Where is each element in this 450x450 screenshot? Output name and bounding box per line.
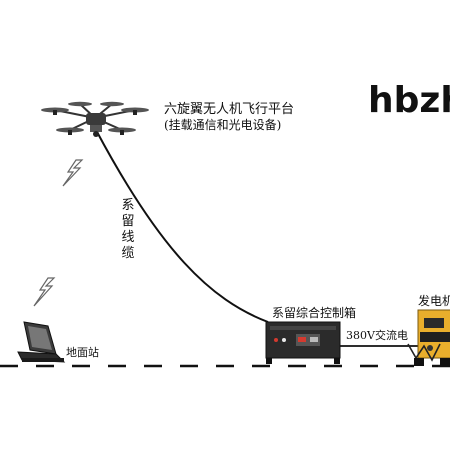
tether-cable xyxy=(95,129,269,323)
watermark-logo: hbzha xyxy=(368,80,450,121)
tether-label: 系留线缆 xyxy=(121,198,135,261)
power-label: 380V交流电 xyxy=(346,329,408,342)
control-box-label: 系留综合控制箱 xyxy=(272,306,357,320)
generator-icon xyxy=(407,309,450,366)
drone-subtitle: (挂载通信和光电设备) xyxy=(164,118,282,132)
control-box-icon xyxy=(265,321,341,364)
generator-label: 发电机 xyxy=(418,294,450,308)
wireless-signal-icon xyxy=(62,159,84,187)
drone-icon xyxy=(41,101,149,137)
wireless-signal-icon xyxy=(33,277,56,307)
ground-station-label: 地面站 xyxy=(66,346,99,359)
drone-title: 六旋翼无人机飞行平台 xyxy=(164,102,295,117)
laptop-icon xyxy=(17,321,66,363)
